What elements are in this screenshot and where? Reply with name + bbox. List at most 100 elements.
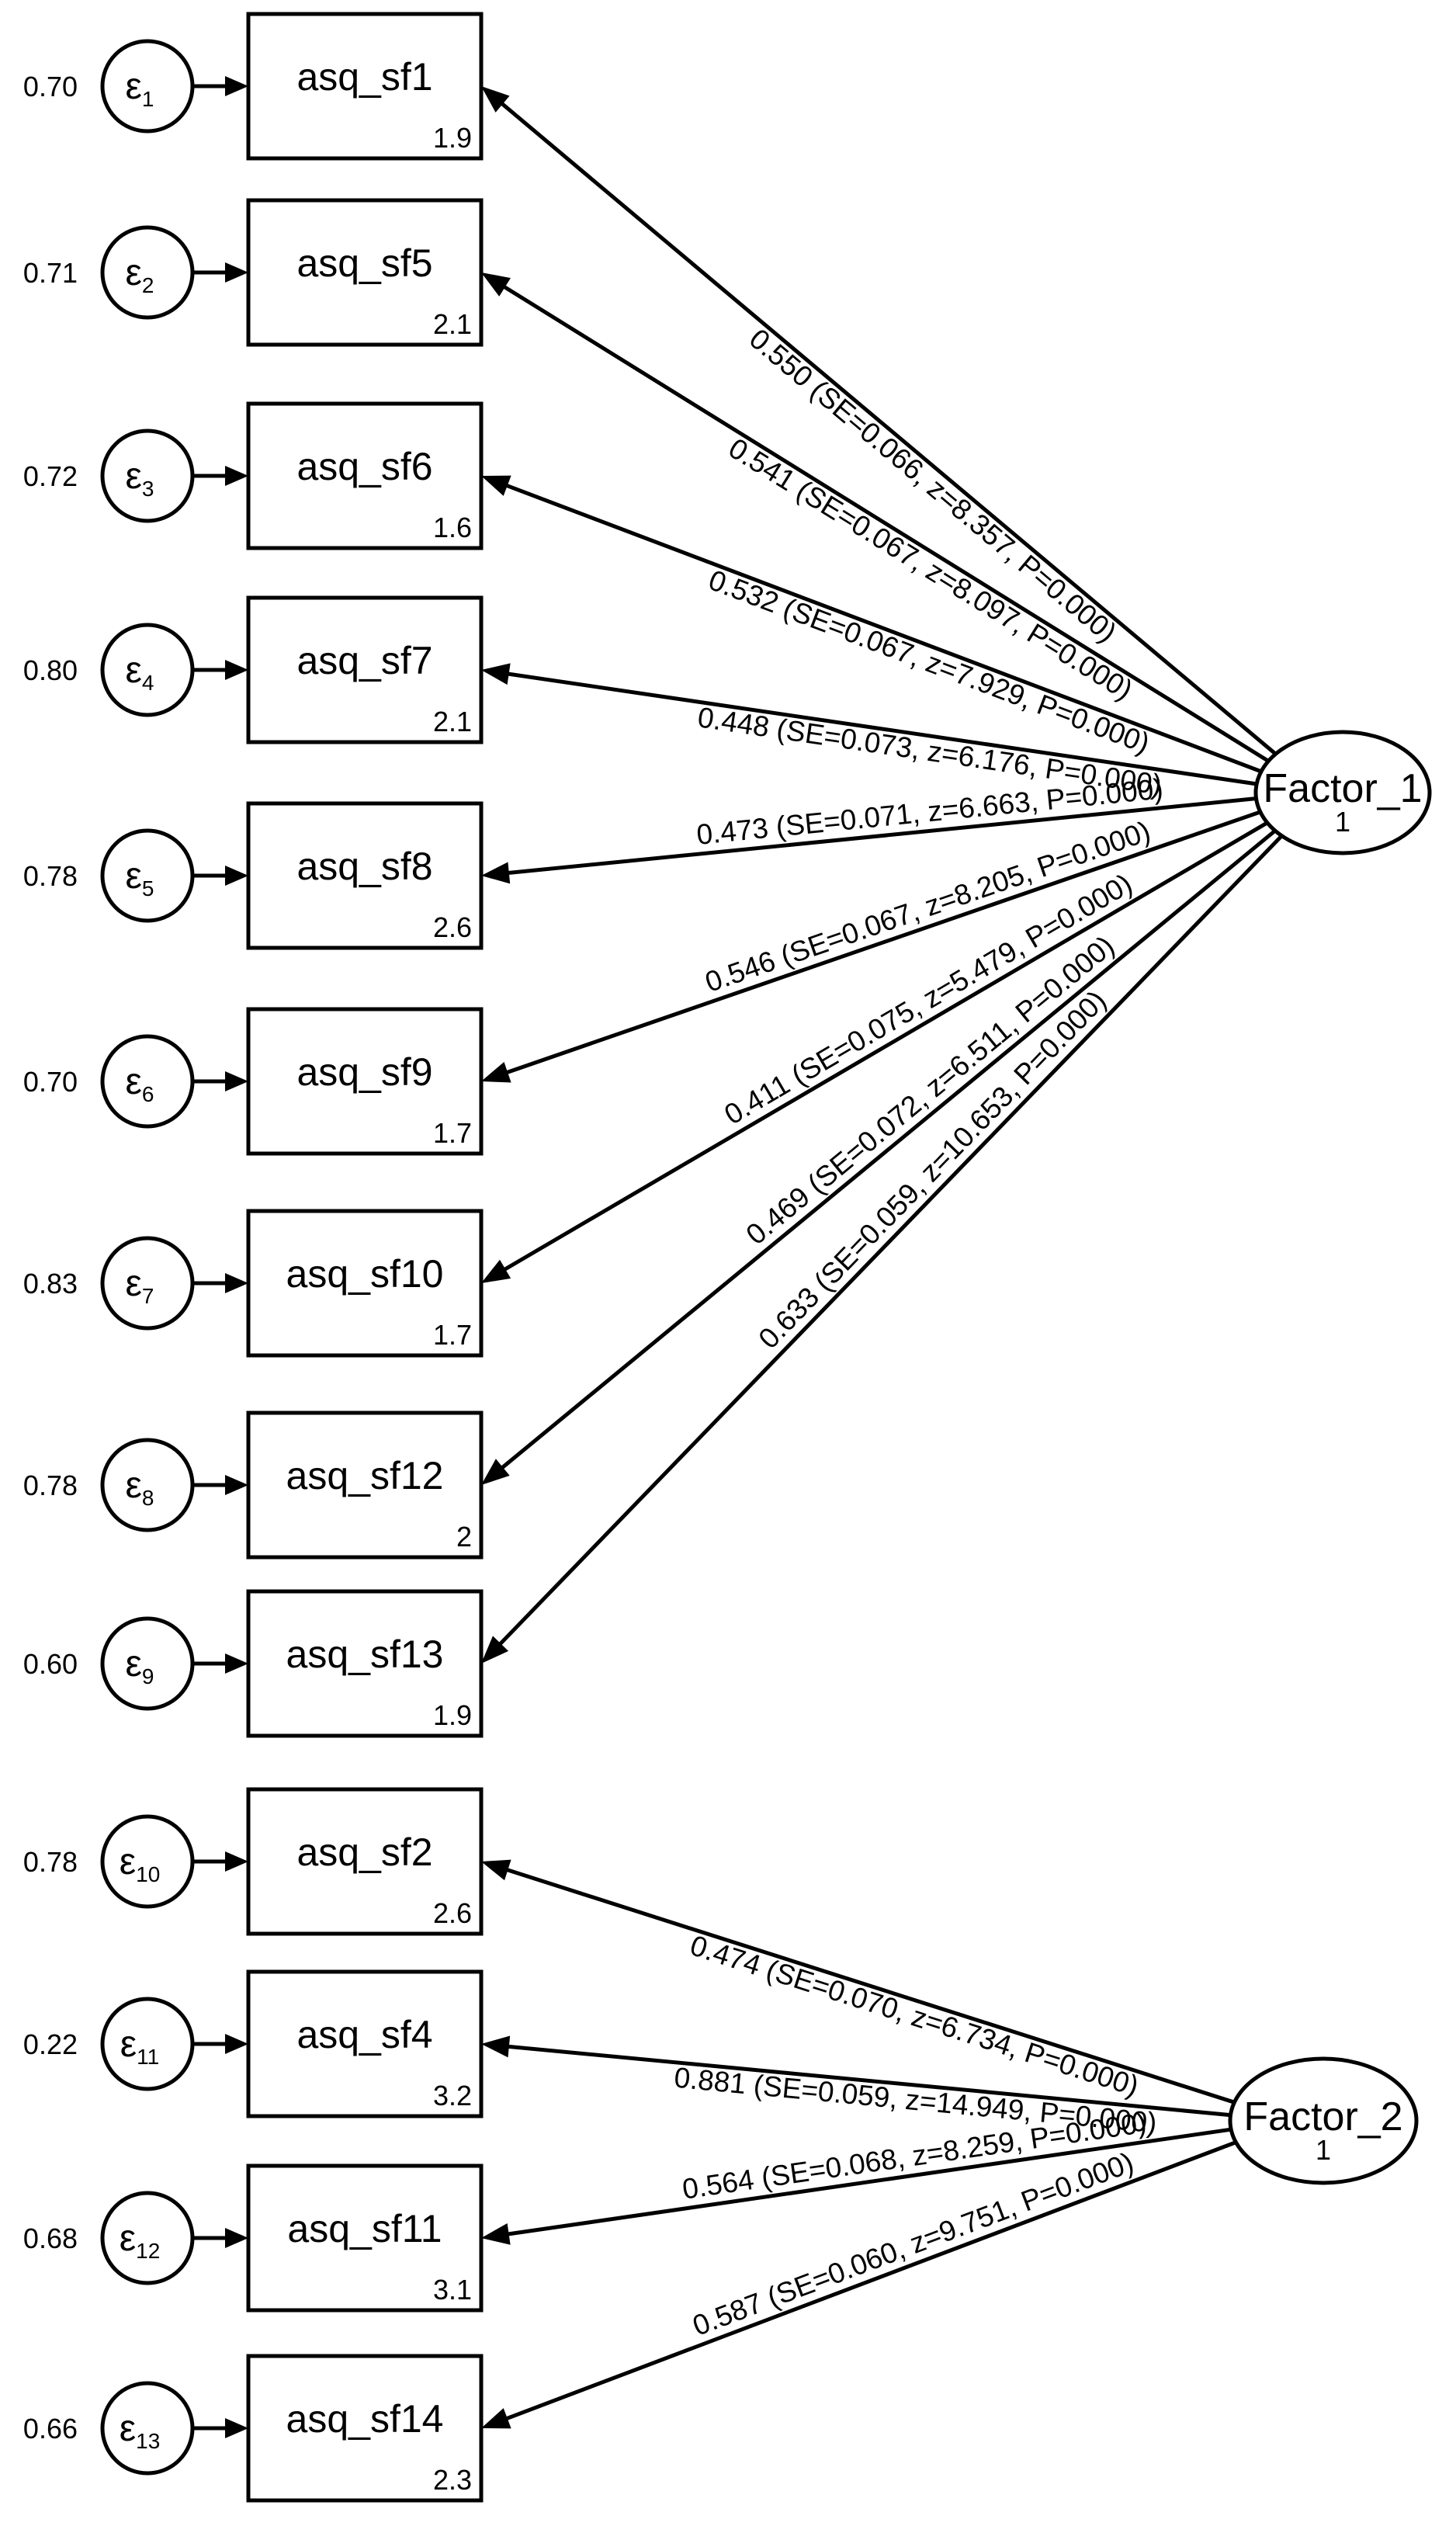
indicator-name: asq_sf7 [296,639,432,682]
indicator-name: asq_sf4 [296,2013,432,2056]
indicator-box [246,595,484,744]
error-variance: 0.70 [23,71,78,102]
indicator-box [246,12,484,161]
factor-name: Factor_1 [1263,766,1422,811]
indicator-box [246,198,484,347]
indicator-box [246,1589,484,1738]
indicator-name: asq_sf10 [286,1252,444,1296]
indicator-box [246,1969,484,2118]
factor-node: Factor_11 [1253,730,1432,855]
loading-arrowhead [481,663,511,685]
indicator-box [246,2163,484,2313]
indicator-intercept: 3.2 [433,2080,472,2111]
loading-arrowhead [481,2035,511,2058]
factor-name: Factor_2 [1243,2094,1402,2139]
loading-path [501,671,1259,786]
error-term-circle [100,2191,195,2285]
error-arrowhead [225,1071,248,1091]
error-symbol: ε [126,1465,142,1506]
error-variance: 0.70 [23,1066,78,1098]
error-index: 2 [142,273,154,297]
error-symbol: ε [126,66,142,107]
error-index: 8 [142,1486,154,1510]
indicator-intercept: 2.1 [433,706,472,737]
error-term-circle [100,39,195,134]
indicator-name: asq_sf6 [296,445,432,488]
indicator-intercept: 2.6 [433,1897,472,1929]
indicator-name: asq_sf5 [296,241,432,285]
factor-variance: 1 [1316,2134,1331,2166]
loading-arrowhead [481,475,511,496]
factor-ellipse [1253,730,1432,855]
factor-variance: 1 [1335,806,1350,838]
indicator-name: asq_sf8 [296,845,432,888]
error-symbol: ε [126,1061,142,1102]
loading-path [501,796,1258,876]
error-term-label: ε3 [126,456,154,501]
loading-arrowhead [481,1859,511,1881]
error-arrowhead [225,866,248,886]
indicator-box [246,1410,484,1560]
loading-arrowhead [481,1062,511,1083]
error-variance: 0.78 [23,860,78,892]
loading-path [495,97,1278,757]
error-symbol: ε [120,1841,136,1882]
error-term-circle [100,1997,195,2091]
loading-path [501,2127,1233,2237]
error-term-circle [100,1034,195,1129]
indicator-intercept: 2.3 [433,2464,472,2496]
error-term-label: ε7 [126,1263,154,1308]
loading-arrowhead [481,1459,510,1485]
loading-path [497,820,1270,1275]
error-variance: 0.83 [23,1268,78,1299]
error-index: 13 [136,2429,160,2453]
loading-arrowhead [481,862,511,884]
error-term-label: ε8 [126,1465,154,1510]
error-variance: 0.71 [23,257,78,289]
error-symbol: ε [120,2218,136,2259]
error-index: 12 [136,2239,160,2263]
error-index: 11 [137,2045,159,2069]
indicator-name: asq_sf14 [286,2397,444,2441]
indicator-name: asq_sf2 [296,1830,432,1874]
error-term-label: ε12 [120,2218,161,2263]
indicator-name: asq_sf9 [296,1050,432,1094]
indicator-box [246,1209,484,1358]
loading-arrowhead [481,86,510,113]
error-index: 7 [142,1284,154,1308]
loading-path [495,828,1278,1474]
indicator-intercept: 3.1 [433,2274,472,2306]
error-term-circle [100,828,195,923]
error-index: 9 [142,1664,154,1688]
loading-path [494,833,1284,1651]
error-term-circle [100,623,195,717]
error-term-label: ε1 [126,66,154,111]
indicator-intercept: 1.7 [433,1117,472,1149]
error-term-label: ε4 [126,650,154,695]
error-symbol: ε [120,2408,136,2449]
error-variance: 0.66 [23,2413,78,2445]
loading-arrowhead [481,1259,511,1283]
error-arrowhead [225,76,248,96]
indicator-box [246,1787,484,1936]
error-term-circle [100,1616,195,1711]
loading-label: 0.633 (SE=0.059, z=10.653, P=0.000) [752,984,1112,1355]
loading-path [499,481,1264,774]
factor-ellipse [1228,2056,1419,2185]
indicator-box [246,801,484,950]
error-term-label: ε13 [120,2408,161,2453]
error-arrowhead [225,660,248,680]
factor-node: Factor_21 [1228,2056,1419,2185]
error-term-label: ε9 [126,1643,154,1688]
indicator-name: asq_sf1 [296,55,432,99]
error-variance: 0.78 [23,1846,78,1878]
error-index: 1 [142,87,154,111]
error-symbol: ε [126,855,142,897]
